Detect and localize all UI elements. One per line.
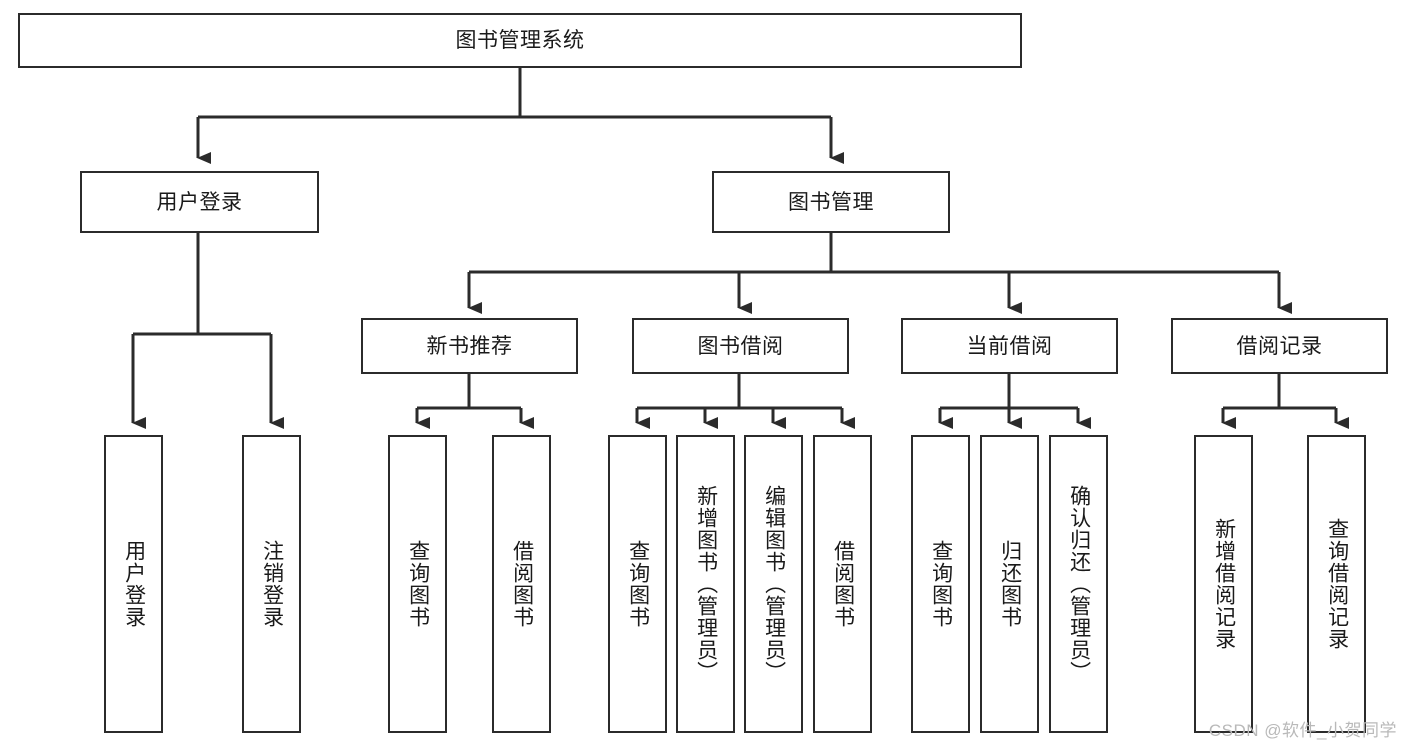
node-leaf-query-book-2[interactable]: 查询图书 <box>608 435 667 733</box>
node-user-login-label: 用户登录 <box>156 190 243 214</box>
node-leaf-query-book-1-label: 查询图书 <box>406 540 430 628</box>
node-leaf-add-book-label: 新增图书（管理员） <box>694 485 718 683</box>
node-leaf-logout-label: 注销登录 <box>260 540 284 628</box>
node-leaf-confirm-return-label: 确认归还（管理员） <box>1067 485 1091 683</box>
node-book-borrow[interactable]: 图书借阅 <box>632 318 849 374</box>
node-leaf-borrow-book-1-label: 借阅图书 <box>510 540 534 628</box>
node-leaf-return-book-label: 归还图书 <box>998 540 1022 628</box>
node-root-label: 图书管理系统 <box>455 29 585 52</box>
node-leaf-borrow-book-2-label: 借阅图书 <box>831 540 855 628</box>
node-book-borrow-label: 图书借阅 <box>697 334 784 358</box>
node-leaf-confirm-return[interactable]: 确认归还（管理员） <box>1049 435 1108 733</box>
node-new-book-recommend[interactable]: 新书推荐 <box>361 318 578 374</box>
node-leaf-user-login-label: 用户登录 <box>122 540 146 628</box>
node-borrow-record-label: 借阅记录 <box>1236 334 1323 358</box>
node-leaf-query-book-3[interactable]: 查询图书 <box>911 435 970 733</box>
node-leaf-query-book-1[interactable]: 查询图书 <box>388 435 447 733</box>
node-leaf-query-record[interactable]: 查询借阅记录 <box>1307 435 1366 733</box>
node-leaf-logout[interactable]: 注销登录 <box>242 435 301 733</box>
node-leaf-query-book-2-label: 查询图书 <box>626 540 650 628</box>
node-leaf-return-book[interactable]: 归还图书 <box>980 435 1039 733</box>
node-current-borrow[interactable]: 当前借阅 <box>901 318 1118 374</box>
node-new-book-recommend-label: 新书推荐 <box>426 334 513 358</box>
node-borrow-record[interactable]: 借阅记录 <box>1171 318 1388 374</box>
node-leaf-add-record[interactable]: 新增借阅记录 <box>1194 435 1253 733</box>
node-leaf-edit-book[interactable]: 编辑图书（管理员） <box>744 435 803 733</box>
node-book-manage-label: 图书管理 <box>788 190 874 214</box>
node-leaf-borrow-book-1[interactable]: 借阅图书 <box>492 435 551 733</box>
node-current-borrow-label: 当前借阅 <box>966 334 1053 358</box>
node-user-login[interactable]: 用户登录 <box>80 171 319 233</box>
node-leaf-borrow-book-2[interactable]: 借阅图书 <box>813 435 872 733</box>
node-leaf-add-record-label: 新增借阅记录 <box>1212 518 1236 650</box>
node-leaf-add-book[interactable]: 新增图书（管理员） <box>676 435 735 733</box>
node-leaf-query-record-label: 查询借阅记录 <box>1325 518 1349 650</box>
node-leaf-user-login[interactable]: 用户登录 <box>104 435 163 733</box>
watermark-text: CSDN @软件_小贺同学 <box>1208 721 1397 740</box>
node-leaf-edit-book-label: 编辑图书（管理员） <box>762 485 786 683</box>
node-leaf-query-book-3-label: 查询图书 <box>929 540 953 628</box>
node-root[interactable]: 图书管理系统 <box>18 13 1022 68</box>
node-book-manage[interactable]: 图书管理 <box>712 171 950 233</box>
